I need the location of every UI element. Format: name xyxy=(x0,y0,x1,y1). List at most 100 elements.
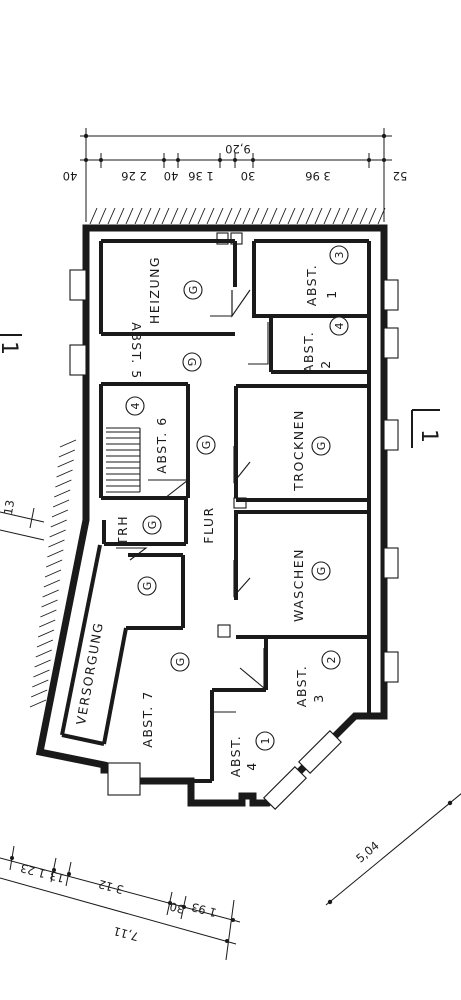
svg-text:G: G xyxy=(174,658,187,667)
hatch-stroke xyxy=(33,669,50,678)
room-label-abst-3: ABST. xyxy=(294,665,309,707)
hatch-stroke xyxy=(32,679,49,688)
hatch-stroke xyxy=(260,207,269,225)
room-label-trocknen: TROCKNEN xyxy=(291,409,306,492)
badge-flur: G xyxy=(196,435,216,455)
hatch-stroke xyxy=(314,207,323,225)
room-abst-5: ABST. 5 xyxy=(129,322,144,379)
top-dimension-segment: 40 xyxy=(164,169,179,183)
top-dimension-ticks xyxy=(83,133,387,162)
badge-waschen: G xyxy=(311,561,331,581)
hatch-stroke xyxy=(287,207,296,225)
room-abst-6: ABST. 6 xyxy=(154,416,169,473)
section-marker-right: 1 xyxy=(411,409,441,448)
hatch-stroke xyxy=(161,207,170,225)
svg-text:G: G xyxy=(315,567,328,576)
hatch-stroke xyxy=(51,509,69,518)
hatch-stroke xyxy=(305,207,314,225)
svg-text:1: 1 xyxy=(259,738,272,745)
hatch-stroke xyxy=(48,539,65,548)
hatch-stroke xyxy=(98,207,107,225)
hatch-stroke xyxy=(45,559,63,568)
room-label-heizung: HEIZUNG xyxy=(147,256,162,324)
hatch-stroke xyxy=(224,207,233,225)
top-dimension-segment: 52 xyxy=(393,169,408,183)
room-heizung: HEIZUNG xyxy=(147,256,162,324)
room-label-abst-6: ABST. 6 xyxy=(154,416,169,473)
top-dimension-segment: 40 xyxy=(63,169,78,183)
hatch-stroke xyxy=(125,207,134,225)
hatch-stroke xyxy=(134,207,143,225)
room-label-abst-7: ABST. 7 xyxy=(140,690,155,747)
hatch-stroke xyxy=(54,489,71,498)
room-abst-3: ABST. 3 xyxy=(294,665,326,707)
hatch-stroke xyxy=(56,469,73,478)
hatch-stroke xyxy=(197,207,206,225)
hatch-stroke xyxy=(55,479,72,488)
door-swings xyxy=(116,289,269,713)
room-abst-4: ABST. 4 xyxy=(228,735,259,777)
hatch-stroke xyxy=(143,207,152,225)
bottom-dimension-lines xyxy=(0,793,461,961)
badge-abst-3: 2 xyxy=(321,650,341,670)
hatch-stroke xyxy=(89,207,98,225)
hatch-stroke xyxy=(50,519,67,528)
hatch-stroke xyxy=(52,499,70,508)
svg-text:G: G xyxy=(146,521,159,530)
hatch-stroke xyxy=(39,619,56,628)
hatch-stroke xyxy=(368,207,377,225)
bottom-dimension-diagonal: 5,04 xyxy=(353,838,382,865)
hatch-stroke xyxy=(116,207,125,225)
top-dimension-segment: 3 96 xyxy=(305,169,331,183)
bottom-dimension-ticks xyxy=(10,800,453,943)
ground-hatching-left xyxy=(29,439,77,708)
room-trh: TRH xyxy=(115,515,130,546)
badge-trh: G xyxy=(142,515,162,535)
hatch-stroke xyxy=(107,207,116,225)
bottom-dimension-segment: 3 12 xyxy=(97,877,125,897)
top-dimension-overall: 9,20 xyxy=(225,142,251,156)
hatch-stroke xyxy=(34,659,51,668)
badge-abst-6: 4 xyxy=(125,396,145,416)
left-dimension-lines xyxy=(0,507,45,541)
hatch-stroke xyxy=(296,207,305,225)
hatch-stroke xyxy=(44,569,62,578)
badge-heizung: G xyxy=(183,280,203,300)
room-number-abst-4: 4 xyxy=(244,761,259,770)
left-dimension-partial: 5 xyxy=(0,577,2,587)
badge-abst-4: 1 xyxy=(255,731,275,751)
bottom-dimension-segment: 1 23 xyxy=(19,861,47,881)
hatch-stroke xyxy=(59,439,77,448)
hatch-stroke xyxy=(47,549,64,558)
room-label-waschen: WASCHEN xyxy=(291,548,306,622)
hatch-stroke xyxy=(58,449,76,458)
hatch-stroke xyxy=(40,609,57,618)
hatch-stroke xyxy=(215,207,224,225)
staircase xyxy=(106,427,141,493)
interior-walls xyxy=(60,239,371,783)
ground-hatching-top xyxy=(89,207,386,225)
hatch-stroke xyxy=(49,529,66,538)
windows xyxy=(69,269,399,810)
section-marker-left: 1 xyxy=(0,334,22,355)
hatch-stroke xyxy=(152,207,161,225)
hatch-stroke xyxy=(57,459,74,468)
hatch-stroke xyxy=(251,207,260,225)
exterior-wall xyxy=(35,224,388,807)
badge-abst-7: G xyxy=(170,652,190,672)
hatch-stroke xyxy=(188,207,197,225)
hatch-stroke xyxy=(242,207,251,225)
badge-abst-2: 4 xyxy=(329,316,349,336)
hatch-stroke xyxy=(359,207,368,225)
room-trocknen: TROCKNEN xyxy=(291,409,306,492)
room-waschen: WASCHEN xyxy=(291,548,306,622)
top-dimension-segment: 1 36 xyxy=(188,169,214,183)
svg-text:G: G xyxy=(187,286,200,295)
room-label-abst-1: ABST. xyxy=(304,264,319,306)
room-number-abst-1: 1 xyxy=(324,289,339,298)
hatch-stroke xyxy=(35,649,52,658)
hatch-stroke xyxy=(29,699,47,708)
hatch-stroke xyxy=(269,207,278,225)
bottom-dimension-segment: 1 93 xyxy=(190,900,218,920)
hatch-stroke xyxy=(170,207,179,225)
